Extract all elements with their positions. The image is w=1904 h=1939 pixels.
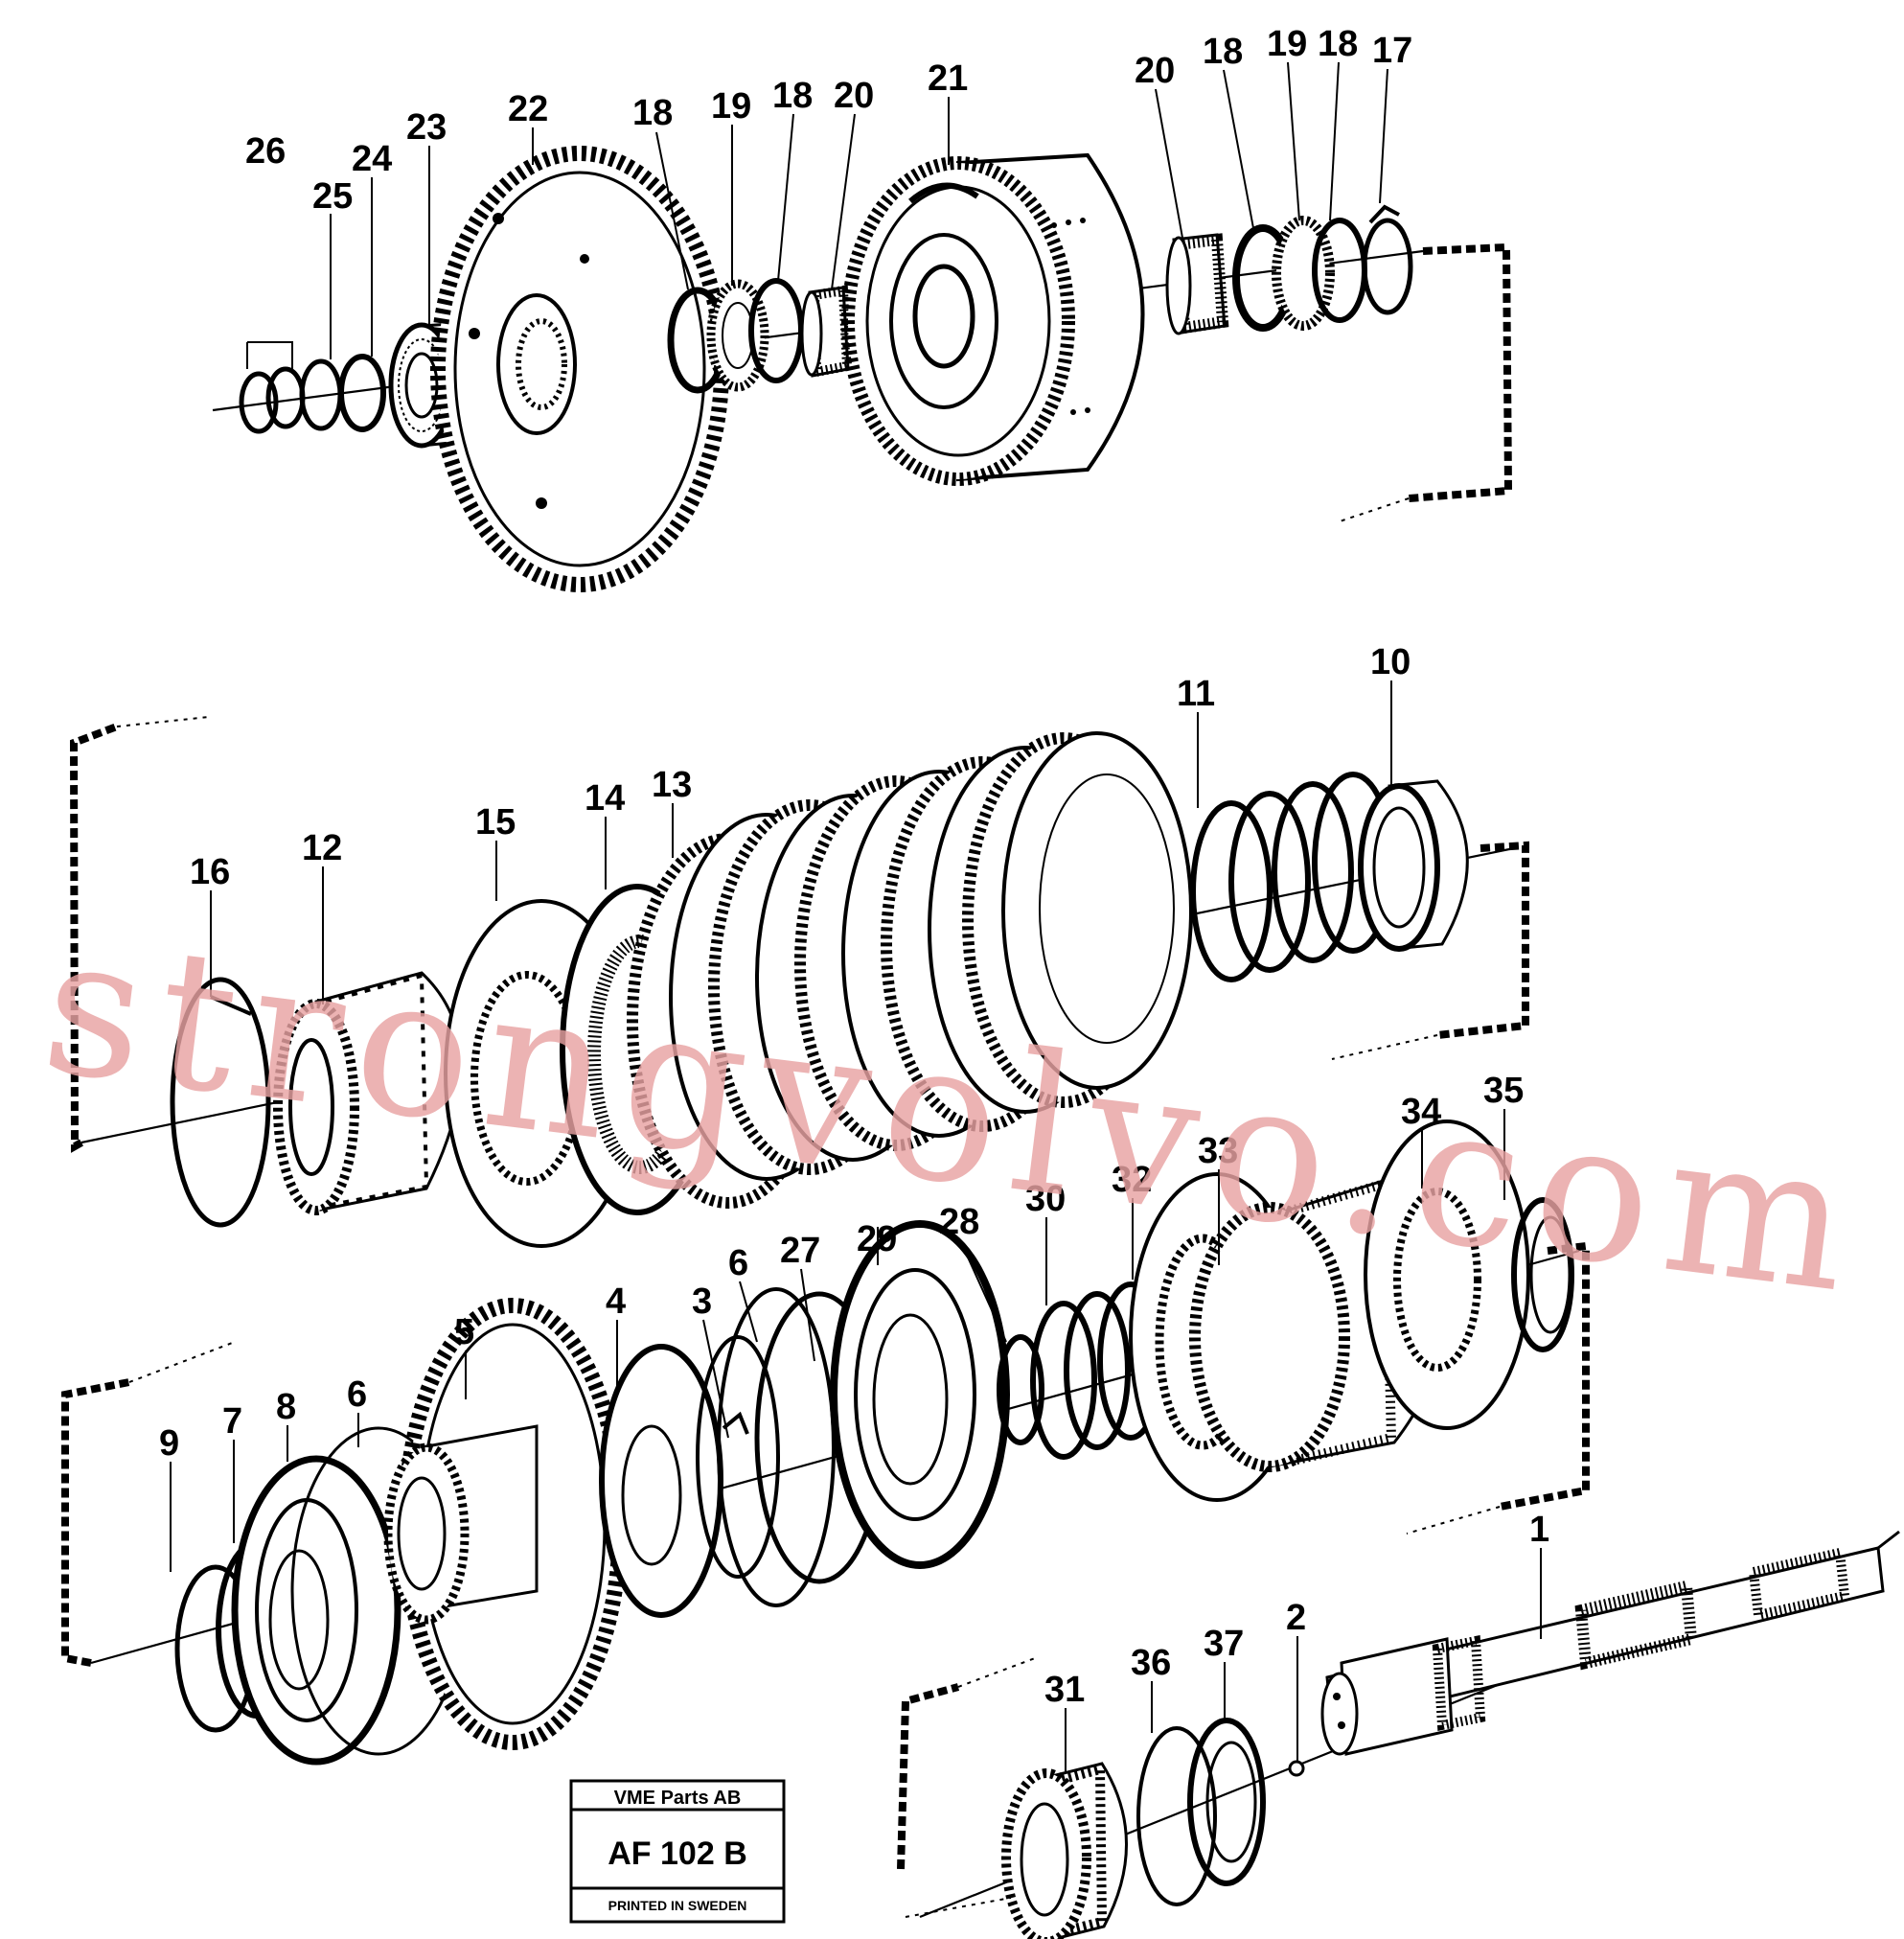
callout-36: 36 <box>1131 1643 1171 1683</box>
callout-16: 16 <box>190 852 230 892</box>
callout-30: 30 <box>1025 1179 1066 1219</box>
callout-15: 15 <box>475 802 516 843</box>
part-8-piston <box>231 1455 401 1766</box>
callout-6: 6 <box>728 1243 748 1283</box>
callout-6b: 6 <box>347 1374 367 1415</box>
callout-27: 27 <box>780 1231 820 1271</box>
callout-7: 7 <box>222 1401 242 1442</box>
part-10-spring-retainer <box>1358 779 1469 952</box>
lower-assembly-row <box>61 1120 1590 1766</box>
callout-23: 23 <box>406 107 447 148</box>
part-13-clutch-disc-stack <box>627 731 1193 1209</box>
part-6-seal-ring-b <box>717 1287 836 1607</box>
main-shaft-assembly <box>897 1530 1900 1939</box>
callout-2: 2 <box>1286 1598 1306 1638</box>
callout-17: 17 <box>1372 31 1412 71</box>
callout-28: 28 <box>939 1202 979 1242</box>
title-block: VME Parts AB AF 102 B PRINTED IN SWEDEN <box>569 1779 786 1924</box>
callout-35: 35 <box>1483 1071 1524 1111</box>
callout-31: 31 <box>1044 1670 1085 1710</box>
callout-10: 10 <box>1370 642 1411 682</box>
drawing-code: AF 102 B <box>608 1835 747 1872</box>
part-20-needle-cage-b <box>1165 233 1229 335</box>
part-36-ring <box>1136 1726 1217 1906</box>
part-22-gear <box>430 146 729 592</box>
callout-18: 18 <box>632 93 673 133</box>
callout-9: 9 <box>159 1423 179 1464</box>
bottom-left-bracket <box>897 1683 960 1870</box>
part-28-ring <box>997 1334 1044 1445</box>
lower-left-bracket <box>61 1378 130 1667</box>
top-connection-bracket <box>1408 242 1513 502</box>
callout-11: 11 <box>1177 674 1215 714</box>
callout-19: 19 <box>711 86 751 127</box>
part-35-ring <box>1511 1197 1574 1352</box>
callout-22: 22 <box>508 89 548 129</box>
callout-19b: 19 <box>1267 24 1307 64</box>
callout-14: 14 <box>585 778 625 819</box>
callout-8: 8 <box>276 1387 296 1427</box>
callout-33: 33 <box>1198 1131 1238 1171</box>
callout-26: 26 <box>245 131 286 172</box>
part-4-thrust-washer <box>599 1344 723 1618</box>
top-assembly-row <box>212 146 1513 592</box>
callout-37: 37 <box>1204 1624 1244 1664</box>
callout-18b: 18 <box>772 76 813 116</box>
part-20-needle-cage <box>800 285 853 378</box>
part-1-main-shaft <box>1320 1530 1900 1756</box>
part-24-ring <box>338 354 386 432</box>
callout-34: 34 <box>1401 1092 1441 1132</box>
callout-3: 3 <box>692 1281 712 1322</box>
callout-12: 12 <box>302 828 342 868</box>
callout-21: 21 <box>928 58 968 99</box>
callout-20: 20 <box>834 76 874 116</box>
callout-32: 32 <box>1112 1160 1152 1200</box>
middle-assembly-row <box>69 716 1529 1248</box>
company-name: VME Parts AB <box>614 1788 742 1809</box>
part-37-snap-ring <box>1187 1718 1266 1886</box>
part-16-snap-ring <box>170 977 271 1228</box>
callout-20b: 20 <box>1135 51 1175 91</box>
part-12-splined-hub <box>273 971 463 1215</box>
part-3-snap-ring <box>696 1335 780 1579</box>
part-29-piston <box>830 1220 1010 1569</box>
callout-4: 4 <box>606 1281 626 1322</box>
middle-right-bracket <box>1436 841 1529 1039</box>
part-17-snap-ring <box>1362 204 1413 315</box>
callout-5: 5 <box>454 1312 474 1352</box>
callout-13: 13 <box>652 765 692 805</box>
middle-left-bracket <box>69 723 119 1153</box>
callout-25: 25 <box>312 176 353 217</box>
callout-labels: 26 25 24 23 22 18 19 18 20 21 20 18 19 1… <box>159 24 1549 1771</box>
part-5-gear <box>383 1298 628 1750</box>
callout-18d: 18 <box>1318 24 1358 64</box>
part-31-splined-sleeve <box>1001 1762 1128 1939</box>
callout-1: 1 <box>1529 1510 1549 1550</box>
part-2-ball <box>1288 1760 1305 1777</box>
part-21-clutch-drum <box>841 152 1145 486</box>
part-34-end-plate <box>1364 1120 1530 1430</box>
callout-24: 24 <box>352 139 392 179</box>
printed-note: PRINTED IN SWEDEN <box>608 1898 747 1913</box>
callout-18c: 18 <box>1203 32 1243 72</box>
